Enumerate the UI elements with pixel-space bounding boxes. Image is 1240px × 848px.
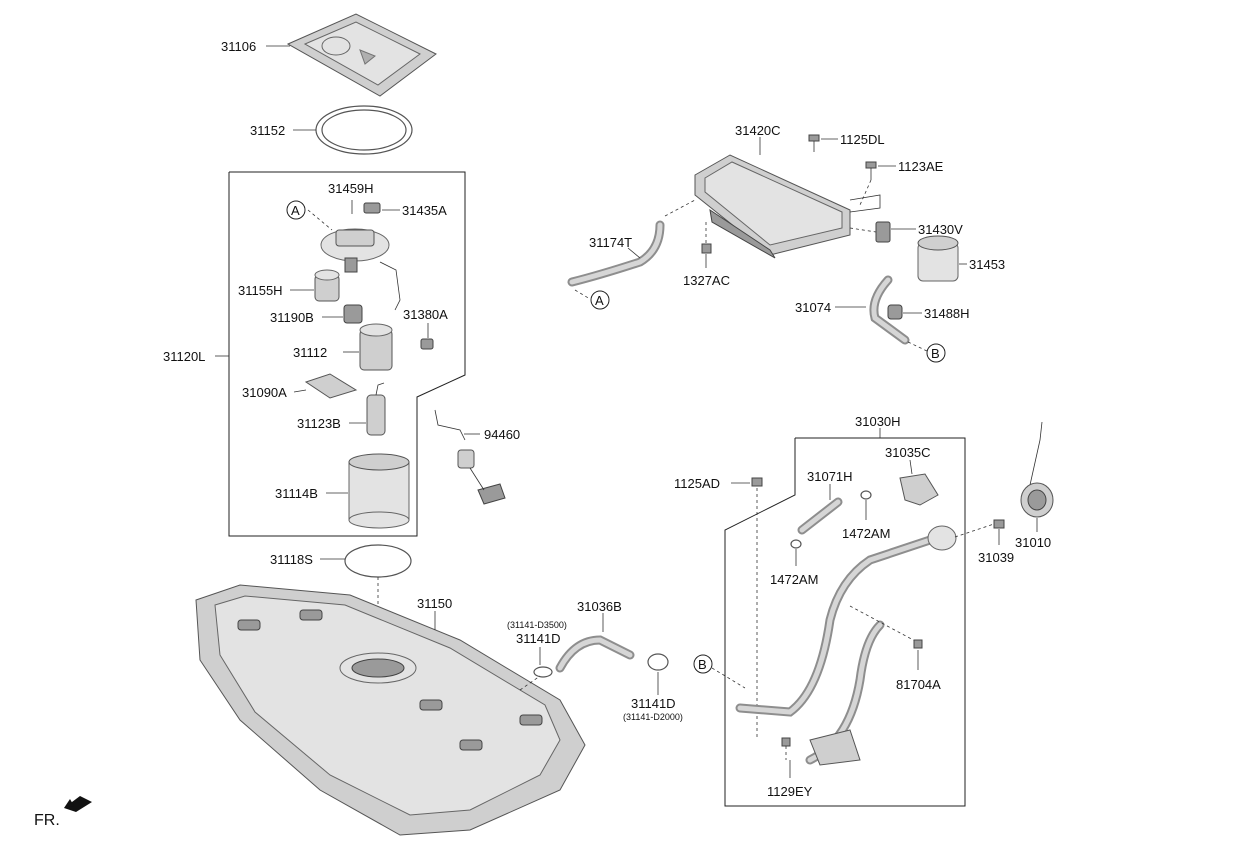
nut-1327AC-part bbox=[701, 243, 712, 254]
filler-neck-box bbox=[724, 437, 966, 807]
label-31430V: 31430V bbox=[918, 222, 963, 237]
label-1125DL: 1125DL bbox=[840, 132, 885, 147]
label-31074: 31074 bbox=[795, 300, 831, 315]
label-31141D-bottom: 31141D bbox=[631, 696, 676, 711]
label-1129EY: 1129EY bbox=[767, 784, 813, 799]
label-31141D-bottom-note: (31141-D2000) bbox=[623, 712, 683, 722]
label-31030H: 31030H bbox=[855, 414, 901, 429]
pump-flange-part bbox=[320, 228, 401, 311]
label-31039: 31039 bbox=[978, 550, 1014, 565]
screw-31039-part bbox=[993, 519, 1005, 529]
label-31071H: 31071H bbox=[807, 469, 853, 484]
label-31420C: 31420C bbox=[735, 123, 781, 138]
label-1125AD: 1125AD bbox=[674, 476, 720, 491]
lock-ring-part bbox=[315, 105, 413, 155]
label-31112: 31112 bbox=[293, 345, 327, 360]
filter-31453-part bbox=[917, 235, 959, 282]
label-1472AM-a: 1472AM bbox=[842, 526, 890, 541]
regulator-part bbox=[343, 304, 363, 324]
pump-module-box bbox=[228, 171, 466, 537]
cover-plate-part bbox=[286, 13, 437, 97]
hose-31071H-part bbox=[797, 497, 843, 535]
bracket-plate-part bbox=[304, 373, 358, 399]
label-94460: 94460 bbox=[484, 427, 520, 442]
valve-small-part bbox=[420, 338, 434, 350]
callout-A-hose-text: A bbox=[595, 293, 604, 308]
label-31150: 31150 bbox=[417, 596, 452, 611]
clamp-1472AM-b-part bbox=[790, 539, 802, 549]
callout-A-module bbox=[286, 200, 306, 220]
canister-part bbox=[694, 154, 881, 259]
label-31123B: 31123B bbox=[297, 416, 341, 431]
bolt-1125DL-part bbox=[808, 134, 820, 152]
callout-A-hose bbox=[590, 290, 610, 310]
label-31114B: 31114B bbox=[275, 486, 318, 501]
fuel-cap-part bbox=[1020, 421, 1054, 518]
label-31090A: 31090A bbox=[242, 385, 287, 400]
clamp-1472AM-a-part bbox=[860, 490, 872, 500]
vapor-hose-part bbox=[567, 220, 665, 287]
bracket-31035C-part bbox=[899, 473, 939, 506]
clip-31488H-part bbox=[887, 304, 903, 320]
label-31155H: 31155H bbox=[238, 283, 283, 298]
fuel-tank-part bbox=[195, 584, 586, 836]
filler-neck-pipe-part bbox=[735, 525, 957, 766]
label-31120L: 31120L bbox=[163, 349, 205, 364]
label-31453: 31453 bbox=[969, 257, 1005, 272]
label-31174T: 31174T bbox=[589, 235, 632, 250]
fuel-pump-part bbox=[366, 382, 386, 436]
front-arrow-icon bbox=[64, 796, 92, 812]
label-31380A: 31380A bbox=[403, 307, 448, 322]
callout-B-vent-text: B bbox=[931, 346, 940, 361]
connector-part bbox=[363, 202, 381, 214]
reservoir-part bbox=[359, 323, 393, 371]
valve-31430V-part bbox=[875, 221, 891, 243]
label-31036B: 31036B bbox=[577, 599, 622, 614]
label-1472AM-b: 1472AM bbox=[770, 572, 818, 587]
filler-hose-part bbox=[555, 635, 635, 673]
label-31141D-top: 31141D bbox=[516, 631, 561, 646]
label-1123AE: 1123AE bbox=[898, 159, 944, 174]
clip-81704A-part bbox=[913, 639, 923, 649]
label-31010: 31010 bbox=[1015, 535, 1051, 550]
front-label: FR. bbox=[34, 812, 60, 829]
label-31141D-top-note: (31141-D3500) bbox=[507, 620, 567, 630]
label-1327AC: 1327AC bbox=[683, 273, 730, 288]
bolt-1125AD-part bbox=[751, 477, 763, 487]
clamp-upper-part bbox=[533, 666, 553, 678]
clamp-lower-part bbox=[647, 653, 669, 671]
label-81704A: 81704A bbox=[896, 677, 941, 692]
callout-A-module-text: A bbox=[291, 203, 300, 218]
screw-1129EY-part bbox=[781, 737, 791, 747]
label-31152: 31152 bbox=[250, 123, 285, 138]
gasket-part bbox=[344, 544, 412, 578]
label-31118S: 31118S bbox=[270, 552, 313, 567]
callout-B-vent bbox=[926, 343, 946, 363]
label-31190B: 31190B bbox=[270, 310, 314, 325]
bolt-1123AE-part bbox=[865, 161, 877, 180]
filter-part bbox=[314, 269, 340, 302]
pump-housing-part bbox=[348, 453, 410, 529]
callout-B-hose bbox=[693, 654, 713, 674]
label-31459H: 31459H bbox=[328, 181, 374, 196]
label-31488H: 31488H bbox=[924, 306, 970, 321]
sender-part bbox=[434, 409, 506, 505]
vent-hose-part bbox=[869, 275, 910, 345]
label-31106: 31106 bbox=[221, 39, 256, 54]
callout-B-hose-text: B bbox=[698, 657, 707, 672]
label-31435A: 31435A bbox=[402, 203, 447, 218]
label-31035C: 31035C bbox=[885, 445, 931, 460]
